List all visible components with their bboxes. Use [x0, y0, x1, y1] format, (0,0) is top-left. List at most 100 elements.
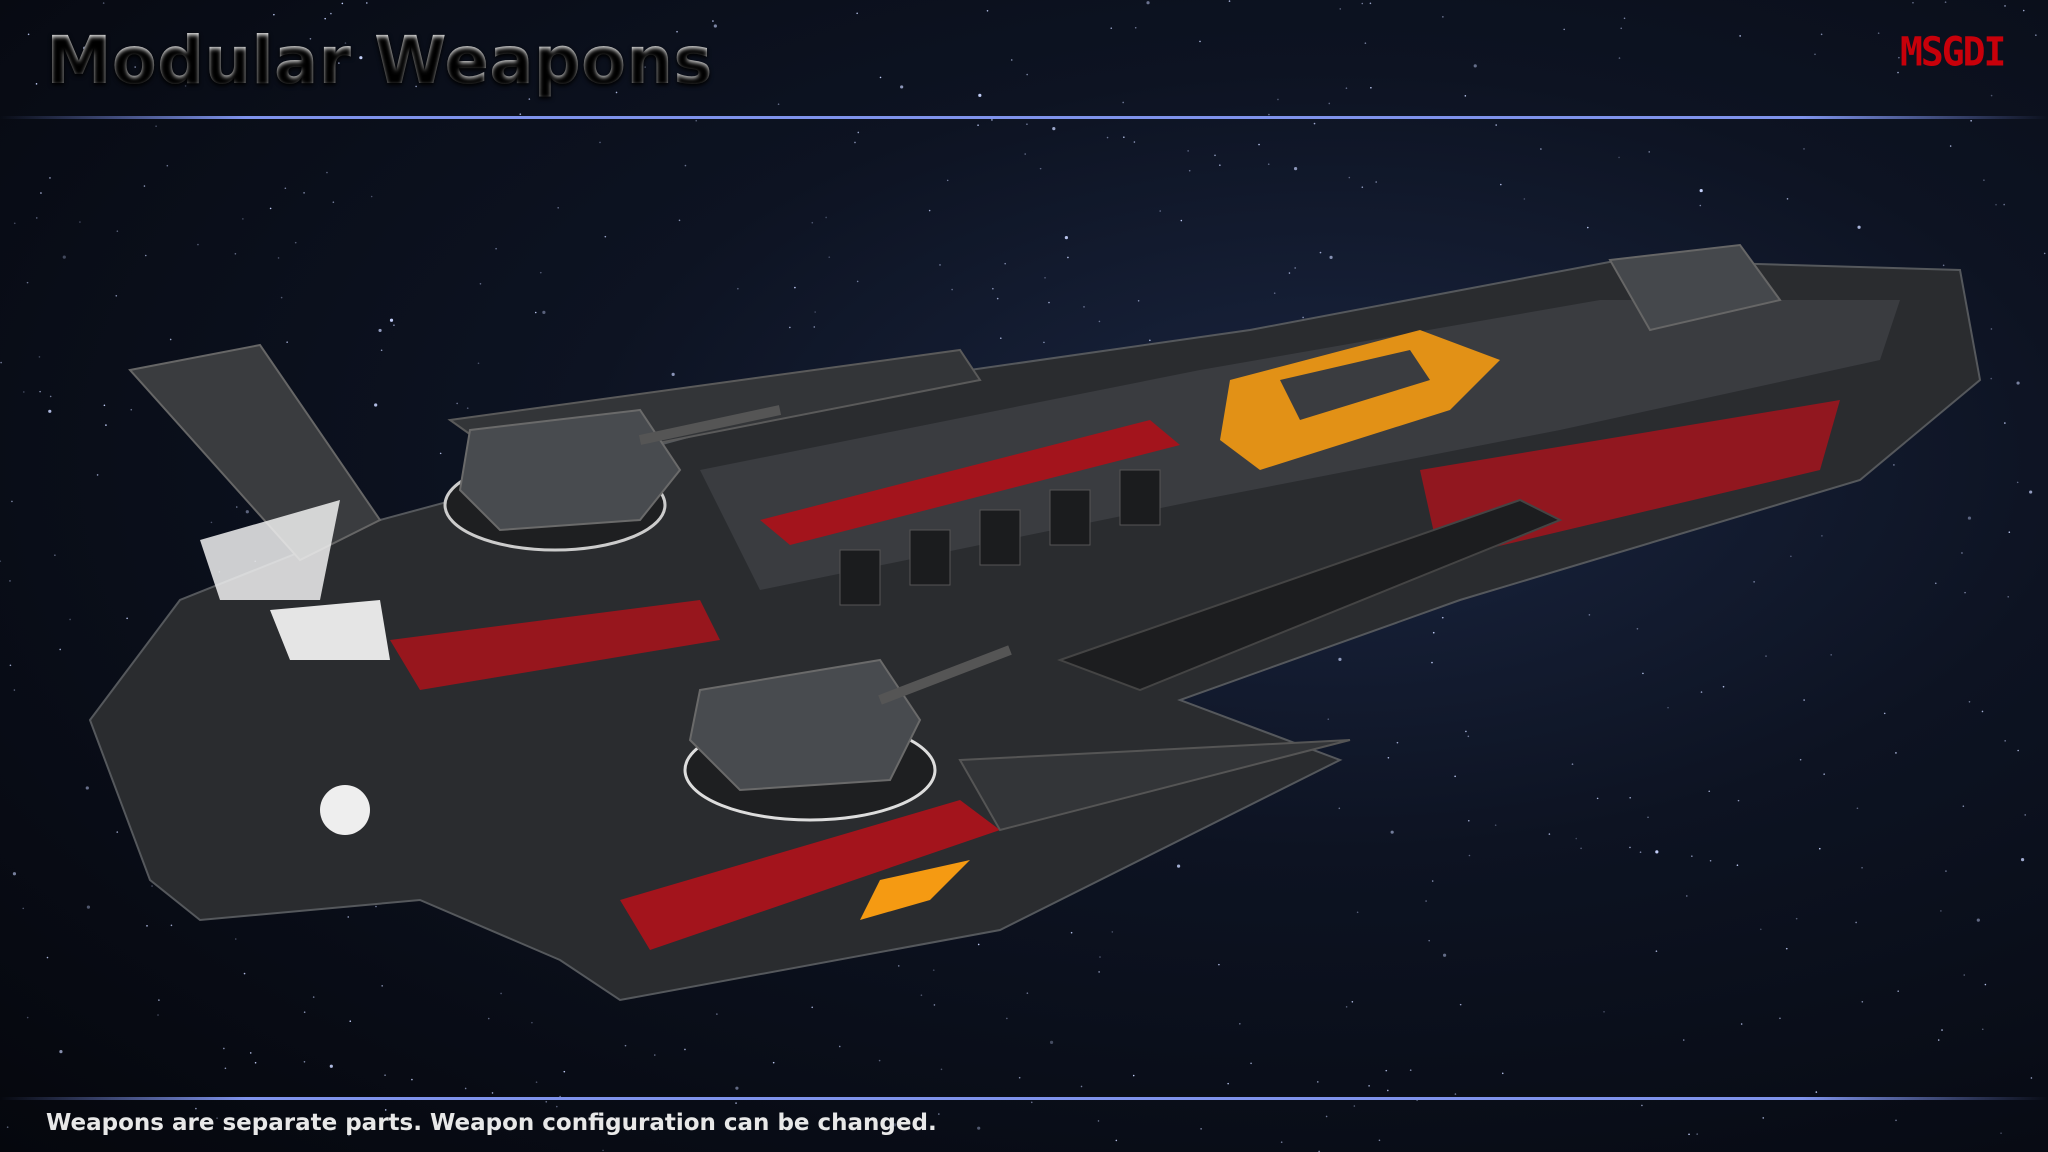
star — [1070, 931, 1073, 934]
star — [134, 66, 136, 68]
star — [1385, 1069, 1388, 1072]
star — [49, 177, 51, 179]
star — [545, 1101, 548, 1103]
star — [277, 257, 280, 259]
star — [1137, 300, 1140, 302]
star — [491, 1092, 494, 1094]
star — [828, 256, 831, 258]
star — [789, 326, 791, 329]
star — [1067, 256, 1069, 259]
star — [939, 264, 941, 266]
star — [1409, 1069, 1412, 1071]
star — [1049, 1040, 1054, 1044]
star — [1132, 1074, 1135, 1077]
star — [1753, 581, 1755, 583]
star — [1348, 176, 1351, 179]
star — [557, 206, 559, 209]
star — [330, 12, 332, 15]
star — [534, 311, 537, 314]
star — [309, 38, 312, 40]
star — [1396, 741, 1399, 744]
star — [1799, 758, 1802, 761]
star — [303, 1061, 306, 1063]
star — [1759, 928, 1762, 931]
weapon-turret — [683, 645, 1012, 822]
hangar-doors — [839, 469, 1161, 606]
star — [1976, 918, 1980, 922]
star — [542, 310, 546, 314]
star — [1467, 819, 1470, 822]
star — [341, 2, 344, 5]
star — [26, 281, 29, 284]
star — [338, 62, 340, 64]
star — [303, 192, 305, 194]
star — [1571, 763, 1574, 765]
star — [1465, 730, 1467, 733]
star — [1454, 1093, 1457, 1095]
star — [286, 341, 288, 343]
star — [157, 1014, 159, 1016]
star — [1111, 931, 1114, 933]
star — [1133, 141, 1136, 143]
star — [535, 1081, 538, 1083]
star — [169, 338, 172, 341]
star — [1026, 73, 1028, 76]
star — [1313, 122, 1316, 125]
star — [1442, 16, 1444, 18]
star — [1580, 847, 1582, 850]
star — [1375, 181, 1377, 183]
star — [777, 103, 780, 106]
star — [326, 171, 328, 174]
star — [1110, 27, 1113, 30]
star — [1115, 1139, 1118, 1142]
star — [1495, 124, 1497, 126]
star — [1820, 33, 1823, 36]
star — [1442, 953, 1447, 957]
star — [1739, 35, 1741, 37]
star — [380, 349, 383, 352]
star — [378, 328, 382, 333]
star — [1227, 1082, 1229, 1085]
star — [900, 85, 904, 89]
star — [1877, 32, 1880, 35]
star — [2024, 814, 2027, 816]
star — [1995, 203, 1997, 206]
star — [940, 1068, 943, 1071]
star — [1961, 552, 1963, 554]
star — [946, 179, 949, 182]
star — [464, 1087, 467, 1090]
star — [115, 295, 118, 297]
star — [2030, 1077, 2033, 1079]
star — [938, 1113, 940, 1115]
star — [563, 1070, 566, 1073]
star — [102, 2, 105, 4]
star — [1786, 198, 1789, 200]
star — [1762, 1117, 1765, 1119]
star — [1039, 167, 1042, 170]
star — [1043, 341, 1045, 344]
star — [38, 356, 41, 358]
star — [245, 510, 249, 514]
star — [991, 119, 993, 121]
star — [932, 969, 935, 971]
star — [1018, 1076, 1021, 1079]
star — [977, 1126, 981, 1130]
star — [116, 230, 119, 233]
star — [735, 1086, 739, 1090]
star — [1228, 0, 1231, 2]
star — [1345, 87, 1348, 90]
star — [1080, 1085, 1083, 1088]
star — [1501, 1072, 1504, 1075]
star — [1830, 654, 1832, 656]
star — [1288, 272, 1291, 274]
star — [556, 1105, 558, 1108]
star — [1267, 163, 1270, 166]
star — [977, 124, 979, 126]
star — [374, 403, 378, 407]
star — [1351, 1000, 1354, 1003]
star — [684, 164, 687, 167]
star — [1319, 251, 1322, 254]
star — [1345, 1006, 1348, 1008]
star — [1187, 150, 1189, 152]
star — [878, 1059, 881, 1062]
